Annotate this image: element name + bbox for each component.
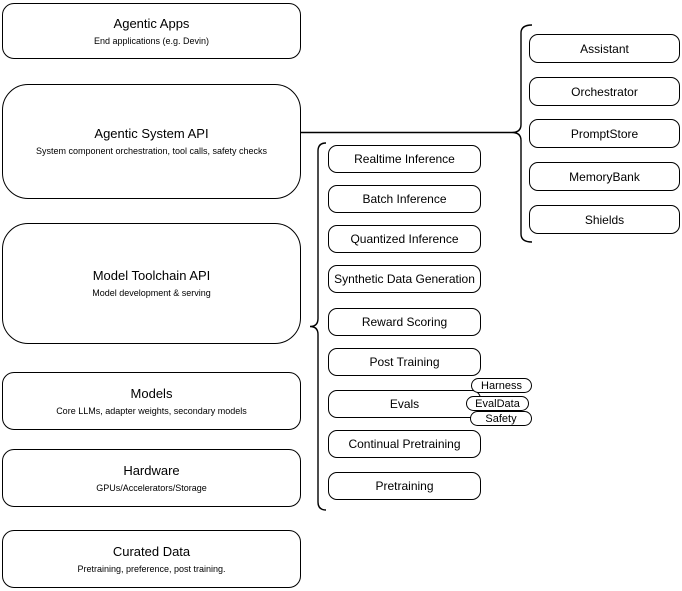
node-label: Synthetic Data Generation bbox=[334, 272, 475, 286]
node-reward-scoring: Reward Scoring bbox=[328, 308, 481, 336]
node-orchestrator: Orchestrator bbox=[529, 77, 680, 106]
tag-label: Harness bbox=[481, 379, 522, 392]
node-label: Continual Pretraining bbox=[348, 437, 461, 451]
node-assistant: Assistant bbox=[529, 34, 680, 63]
node-pretraining: Pretraining bbox=[328, 472, 481, 500]
node-synthetic-data-generation: Synthetic Data Generation bbox=[328, 265, 481, 293]
node-title: Agentic System API bbox=[94, 126, 209, 141]
node-label: Evals bbox=[389, 397, 420, 411]
node-label: Batch Inference bbox=[362, 192, 447, 206]
node-title: Agentic Apps bbox=[113, 15, 190, 31]
node-label: Quantized Inference bbox=[350, 232, 459, 246]
node-label: Orchestrator bbox=[571, 84, 638, 99]
node-subtitle: GPUs/Accelerators/Storage bbox=[96, 482, 207, 493]
node-agentic-system-api: Agentic System API System component orch… bbox=[2, 84, 301, 199]
node-label: Shields bbox=[584, 212, 625, 227]
node-evals: Evals bbox=[328, 390, 481, 418]
tag-evaldata: EvalData bbox=[466, 396, 529, 411]
tag-harness: Harness bbox=[471, 378, 532, 393]
node-realtime-inference: Realtime Inference bbox=[328, 145, 481, 173]
tag-label: Safety bbox=[485, 412, 517, 425]
node-label: MemoryBank bbox=[569, 169, 640, 184]
node-batch-inference: Batch Inference bbox=[328, 185, 481, 213]
node-label: Assistant bbox=[580, 41, 629, 56]
node-label: Pretraining bbox=[375, 479, 434, 493]
node-post-training: Post Training bbox=[328, 348, 481, 376]
node-quantized-inference: Quantized Inference bbox=[328, 225, 481, 253]
node-subtitle: System component orchestration, tool cal… bbox=[35, 146, 268, 156]
node-promptstore: PromptStore bbox=[529, 119, 680, 148]
node-model-toolchain-api: Model Toolchain API Model development & … bbox=[2, 223, 301, 344]
node-models: Models Core LLMs, adapter weights, secon… bbox=[2, 372, 301, 430]
node-title: Hardware bbox=[123, 462, 180, 478]
node-title: Models bbox=[130, 385, 173, 401]
node-label: Reward Scoring bbox=[361, 315, 448, 329]
node-curated-data: Curated Data Pretraining, preference, po… bbox=[2, 530, 301, 588]
node-subtitle: Core LLMs, adapter weights, secondary mo… bbox=[56, 405, 247, 416]
node-label: Post Training bbox=[369, 355, 440, 369]
node-title: Model Toolchain API bbox=[92, 268, 211, 283]
node-hardware: Hardware GPUs/Accelerators/Storage bbox=[2, 449, 301, 507]
node-shields: Shields bbox=[529, 205, 680, 234]
node-memorybank: MemoryBank bbox=[529, 162, 680, 191]
node-label: Realtime Inference bbox=[354, 152, 455, 166]
node-continual-pretraining: Continual Pretraining bbox=[328, 430, 481, 458]
tag-label: EvalData bbox=[475, 397, 520, 410]
tag-safety: Safety bbox=[470, 411, 532, 426]
node-label: PromptStore bbox=[570, 126, 639, 141]
node-title: Curated Data bbox=[112, 543, 191, 559]
node-agentic-apps: Agentic Apps End applications (e.g. Devi… bbox=[2, 3, 301, 59]
brace-toolchain bbox=[309, 142, 327, 511]
node-subtitle: End applications (e.g. Devin) bbox=[93, 35, 210, 46]
node-subtitle: Pretraining, preference, post training. bbox=[77, 563, 226, 574]
node-subtitle: Model development & serving bbox=[92, 288, 211, 298]
